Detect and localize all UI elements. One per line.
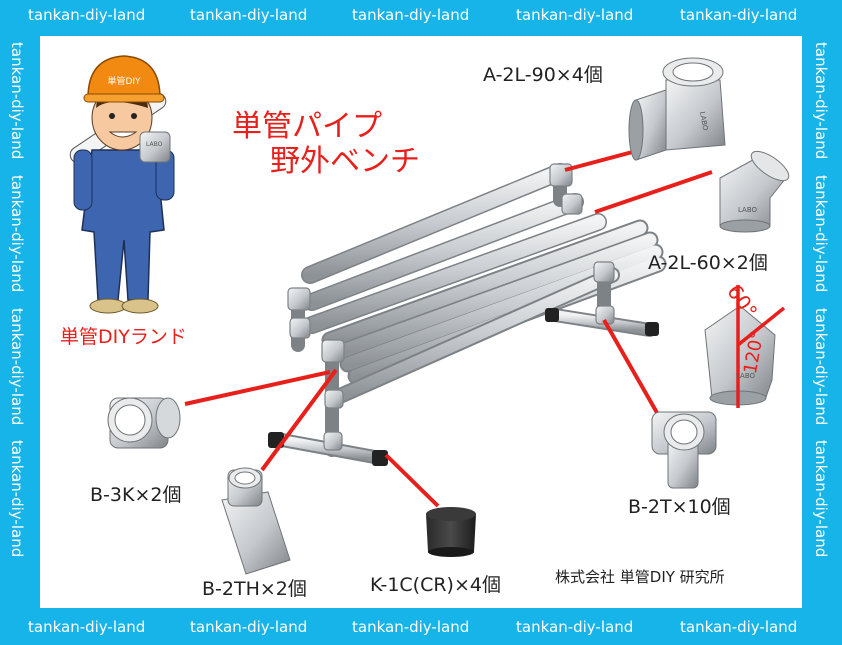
watermark-text: tankan-diy-land <box>190 6 308 24</box>
title-line-2: 野外ベンチ <box>270 144 420 179</box>
fitting-b2t <box>651 411 717 489</box>
watermark-text: tankan-diy-land <box>8 42 26 160</box>
label-b2th: B-2TH×2個 <box>202 578 307 600</box>
bench-illustration <box>268 163 667 466</box>
label-a2l60: A-2L-60×2個 <box>648 252 768 274</box>
watermark-text: tankan-diy-land <box>680 618 798 636</box>
mascot-label: 単管DIYランド <box>60 326 187 348</box>
fitting-b3k <box>107 397 181 449</box>
label-b2t: B-2T×10個 <box>628 496 731 518</box>
watermark-text: tankan-diy-land <box>8 440 26 558</box>
watermark-text: tankan-diy-land <box>812 308 830 426</box>
watermark-text: tankan-diy-land <box>516 6 634 24</box>
mascot-helmet-text: 単管DIY <box>107 75 141 87</box>
label-k1c: K-1C(CR)×4個 <box>370 574 501 596</box>
company-name: 株式会社 単管DIY 研究所 <box>555 568 725 586</box>
fitting-a2l60-logo: LABO <box>738 206 758 214</box>
fitting-a2l90: LABO <box>628 57 726 161</box>
watermark-text: tankan-diy-land <box>812 440 830 558</box>
watermark-text: tankan-diy-land <box>812 42 830 160</box>
watermark-text: tankan-diy-land <box>352 6 470 24</box>
watermark-text: tankan-diy-land <box>8 308 26 426</box>
leader-lines <box>184 148 713 508</box>
label-a2l90: A-2L-90×4個 <box>483 64 603 86</box>
watermark-text: tankan-diy-land <box>28 618 146 636</box>
watermark-text: tankan-diy-land <box>812 175 830 293</box>
fitting-a2l90-logo: LABO <box>698 111 709 132</box>
label-b3k: B-3K×2個 <box>90 484 182 506</box>
fitting-angle-elbow: LABO <box>704 285 786 408</box>
watermark-text: tankan-diy-land <box>352 618 470 636</box>
watermark-text: tankan-diy-land <box>516 618 634 636</box>
title-line-1: 単管パイプ <box>232 109 382 144</box>
watermark-text: tankan-diy-land <box>28 6 146 24</box>
watermark-text: tankan-diy-land <box>190 618 308 636</box>
fitting-k1c <box>426 507 476 557</box>
fitting-angle-logo: LABO <box>736 372 756 380</box>
watermark-text: tankan-diy-land <box>680 6 798 24</box>
watermark-text: tankan-diy-land <box>8 175 26 293</box>
fitting-a2l60: LABO <box>719 150 790 233</box>
mascot-fitting-logo: LABO <box>146 141 163 148</box>
mascot-illustration: 単管DIY LABO <box>69 55 175 314</box>
fitting-b2th <box>221 467 291 575</box>
